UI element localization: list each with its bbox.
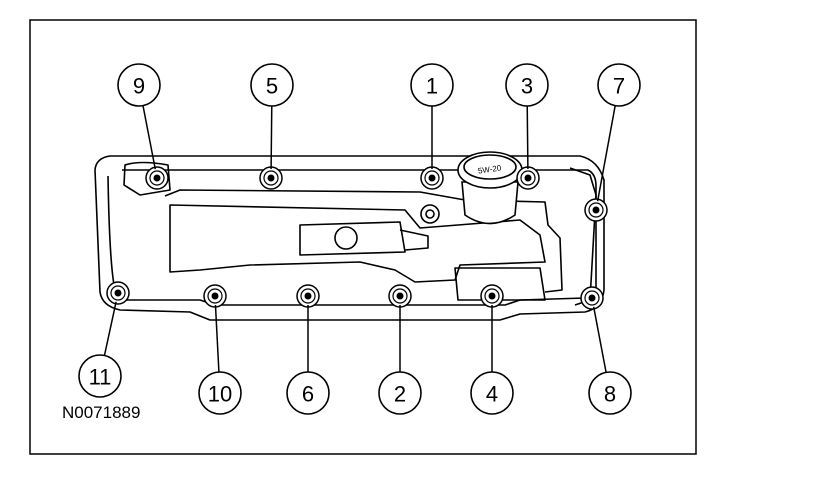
callout-4: 4 (470, 371, 514, 415)
callout-label: 10 (208, 382, 232, 407)
bolt-9 (145, 166, 169, 190)
callout-circle (597, 63, 641, 107)
leader-line-9 (142, 105, 157, 170)
callout-label: 4 (486, 382, 498, 407)
bolt-2 (388, 284, 412, 308)
bolt-1 (420, 166, 444, 190)
leader-line-5 (270, 105, 273, 170)
callout-circle (378, 371, 422, 415)
callout-6: 6 (286, 371, 330, 415)
figure-id: N0071889 (62, 403, 140, 422)
callout-circle (117, 63, 161, 107)
bolt-11 (106, 281, 130, 305)
callout-circle (250, 63, 294, 107)
leader-line-10 (214, 304, 220, 373)
bolt-10 (203, 284, 227, 308)
oil-cap-text: 5W-20 (477, 163, 502, 175)
callout-circle (286, 371, 330, 415)
callout-label: 9 (133, 74, 145, 99)
bolt-8 (580, 286, 604, 310)
bolt-3 (516, 166, 540, 190)
oil-filler-cap: 5W-20 (457, 151, 523, 225)
callouts: 1 2 3 4 5 6 7 8 9 10 11 (78, 63, 641, 415)
bolt-6 (296, 284, 320, 308)
callout-label: 11 (89, 365, 112, 390)
leader-line-3 (526, 105, 529, 170)
callout-label: 5 (266, 74, 278, 99)
callout-label: 2 (394, 382, 406, 407)
callout-circle (410, 63, 454, 107)
bolt-7 (584, 198, 608, 222)
callout-10: 10 (198, 371, 242, 415)
leader-line-11 (103, 301, 117, 356)
callout-label: 7 (613, 74, 625, 99)
callout-circle (198, 371, 242, 415)
callout-3: 3 (505, 63, 549, 107)
leader-line-7 (596, 105, 616, 202)
callout-5: 5 (250, 63, 294, 107)
callout-7: 7 (597, 63, 641, 107)
callout-circle (505, 63, 549, 107)
callout-9: 9 (117, 63, 161, 107)
callout-11: 11 (78, 354, 122, 398)
bolts (106, 166, 608, 310)
callout-circle (78, 354, 122, 398)
callout-circle (470, 371, 514, 415)
callout-1: 1 (410, 63, 454, 107)
callout-label: 8 (604, 382, 616, 407)
leader-lines (103, 105, 616, 373)
bolt-5 (259, 166, 283, 190)
callout-circle (588, 371, 632, 415)
callout-8: 8 (588, 371, 632, 415)
bolt-4 (480, 284, 504, 308)
callout-label: 3 (521, 74, 533, 99)
callout-label: 1 (426, 74, 438, 99)
figure-frame (29, 19, 697, 455)
leader-line-8 (592, 306, 607, 373)
callout-2: 2 (378, 371, 422, 415)
callout-label: 6 (302, 382, 314, 407)
